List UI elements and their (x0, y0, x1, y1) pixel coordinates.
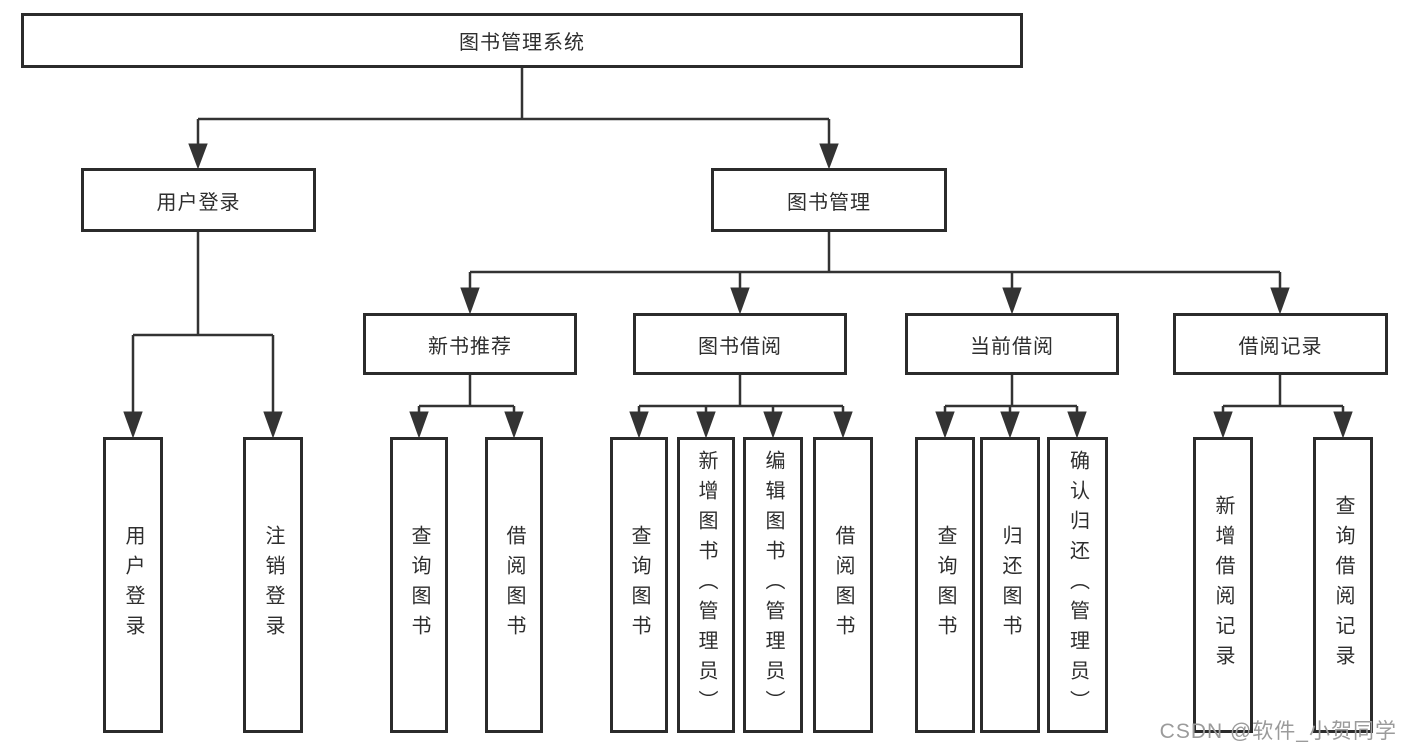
leaf-confirm-return-admin: 确认归还（管理员） (1047, 437, 1108, 733)
connector-borrow-records-branch (1213, 375, 1353, 439)
node-new-book-recommend: 新书推荐 (363, 313, 577, 375)
arrowhead (819, 143, 839, 170)
leaf-label: 查询借阅记录 (1332, 495, 1354, 675)
arrowhead (1270, 287, 1290, 315)
arrowhead (504, 411, 524, 439)
arrowhead (263, 411, 283, 439)
arrowhead (1000, 411, 1020, 439)
arrowhead (833, 411, 853, 439)
arrowhead (629, 411, 649, 439)
leaf-borrow-books: 借阅图书 (813, 437, 873, 733)
node-root-system: 图书管理系统 (21, 13, 1023, 68)
leaf-label: 借阅图书 (503, 525, 525, 645)
node-user-login: 用户登录 (81, 168, 316, 232)
leaf-label: 新增借阅记录 (1212, 495, 1234, 675)
arrowhead (188, 143, 208, 170)
leaf-label: 查询图书 (628, 525, 650, 645)
arrowhead (1067, 411, 1087, 439)
leaf-user-login: 用户登录 (103, 437, 163, 733)
leaf-borrow-books-newrec: 借阅图书 (485, 437, 543, 733)
leaf-label: 新增图书（管理员） (695, 450, 717, 720)
arrowhead (460, 287, 480, 315)
arrowhead (1213, 411, 1233, 439)
leaf-return-books: 归还图书 (980, 437, 1040, 733)
node-borrow-records: 借阅记录 (1173, 313, 1388, 375)
leaf-edit-books-admin: 编辑图书（管理员） (743, 437, 803, 733)
leaf-query-books-current: 查询图书 (915, 437, 975, 733)
arrowhead (1002, 287, 1022, 315)
leaf-label: 确认归还（管理员） (1066, 450, 1089, 720)
leaf-query-books-borrow: 查询图书 (610, 437, 668, 733)
connector-new-book-branch (409, 375, 524, 439)
arrowhead (763, 411, 783, 439)
csdn-watermark: CSDN @软件_小贺同学 (1159, 720, 1397, 743)
arrowhead (696, 411, 716, 439)
arrowhead (409, 411, 429, 439)
leaf-label: 注销登录 (262, 525, 284, 645)
leaf-label: 归还图书 (999, 525, 1021, 645)
arrowhead (730, 287, 750, 315)
connector-book-borrow-branch (629, 375, 853, 439)
leaf-query-books-newrec: 查询图书 (390, 437, 448, 733)
leaf-label: 用户登录 (122, 525, 144, 645)
arrowhead (123, 411, 143, 439)
node-current-borrow: 当前借阅 (905, 313, 1119, 375)
arrowhead (935, 411, 955, 439)
leaf-add-books-admin: 新增图书（管理员） (677, 437, 735, 733)
leaf-label: 查询图书 (934, 525, 956, 645)
leaf-label: 借阅图书 (832, 525, 854, 645)
arrowhead (1333, 411, 1353, 439)
connector-user-login-branch (123, 232, 283, 439)
node-book-management: 图书管理 (711, 168, 947, 232)
leaf-label: 编辑图书（管理员） (762, 450, 784, 720)
node-book-borrow: 图书借阅 (633, 313, 847, 375)
leaf-label: 查询图书 (408, 525, 430, 645)
leaf-query-borrow-record: 查询借阅记录 (1313, 437, 1373, 733)
connector-current-borrow-branch (935, 375, 1087, 439)
leaf-logout: 注销登录 (243, 437, 303, 733)
leaf-add-borrow-record: 新增借阅记录 (1193, 437, 1253, 733)
connector-root-to-level2 (188, 68, 839, 170)
connector-book-management-branch (460, 232, 1290, 315)
